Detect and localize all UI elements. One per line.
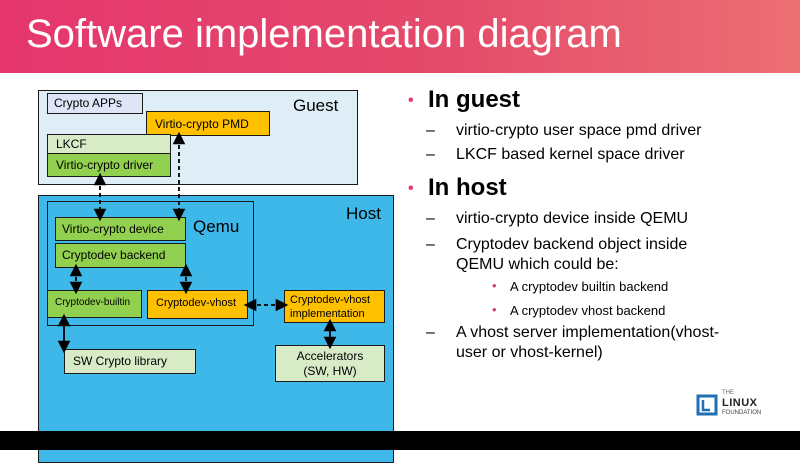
vhost-impl-line1: Cryptodev-vhost [290,294,371,306]
lkcf-box: LKCF [47,134,171,154]
vhost-impl-box: Cryptodev-vhost implementation [284,290,385,323]
dash-icon: – [426,324,435,341]
logo-foundation: FOUNDATION [722,410,762,416]
virtio-pmd-box: Virtio-crypto PMD [146,111,270,136]
cryptodev-vhost-label: Cryptodev-vhost [156,297,237,309]
bullet-dot-icon: • [408,180,414,197]
cryptodev-vhost-box: Cryptodev-vhost [147,290,248,319]
bullet-dot-icon: • [408,92,414,109]
logo-linux: LINUX [722,397,758,409]
linux-foundation-logo: THE LINUX FOUNDATION [696,387,761,423]
virtio-driver-label: Virtio-crypto driver [56,158,154,172]
accelerators-line1: Accelerators [296,349,364,363]
dash-icon: – [426,122,435,139]
accelerators-line2: (SW, HW) [303,364,357,378]
linux-foundation-mark-icon [696,394,718,416]
guest-item-1: – virtio-crypto user space pmd driver [426,122,702,139]
virtio-device-label: Virtio-crypto device [62,222,164,236]
crypto-apps-label: Crypto APPs [54,96,123,110]
connector-arrows [57,131,337,354]
page-title: Software implementation diagram [26,12,622,56]
guest-label: Guest [293,96,339,115]
sw-crypto-lib-box: SW Crypto library [64,349,196,374]
accelerators-box: Accelerators (SW, HW) [275,345,385,382]
host-label: Host [346,204,381,223]
bullet-dot-icon: • [492,278,497,293]
dash-icon: – [426,210,435,227]
bullet-in-host: • In host [408,174,507,201]
bullet-in-guest: • In guest [408,86,521,113]
crypto-apps-box: Crypto APPs [47,93,143,114]
host-item-2: – Cryptodev backend object inside QEMU w… [426,236,688,273]
sw-crypto-lib-label: SW Crypto library [73,354,168,368]
host-sub-item-1: • A cryptodev builtin backend [492,278,669,294]
architecture-diagram: Guest Crypto APPs Virtio-crypto PMD LKCF… [0,73,400,463]
vhost-impl-line2: implementation [290,308,365,320]
cryptodev-backend-label: Cryptodev backend [62,248,166,262]
bullet-dot-icon: • [492,302,497,317]
virtio-driver-box: Virtio-crypto driver [47,153,171,177]
virtio-pmd-label: Virtio-crypto PMD [155,117,249,131]
logo-the: THE [722,390,734,396]
dash-icon: – [426,236,435,253]
guest-item-2: – LKCF based kernel space driver [426,146,685,163]
footer-bar [0,431,800,450]
qemu-label: Qemu [193,217,240,236]
host-sub-item-2: • A cryptodev vhost backend [492,302,666,318]
host-item-3: – A vhost server implementation(vhost- u… [426,324,720,361]
cryptodev-builtin-box: Cryptodev-builtin [47,290,142,318]
virtio-device-box: Virtio-crypto device [55,217,186,241]
host-item-1: – virtio-crypto device inside QEMU [426,210,689,227]
dash-icon: – [426,146,435,163]
lkcf-label: LKCF [56,137,87,151]
header-bar: Software implementation diagram [0,0,800,73]
cryptodev-builtin-label: Cryptodev-builtin [55,297,131,308]
